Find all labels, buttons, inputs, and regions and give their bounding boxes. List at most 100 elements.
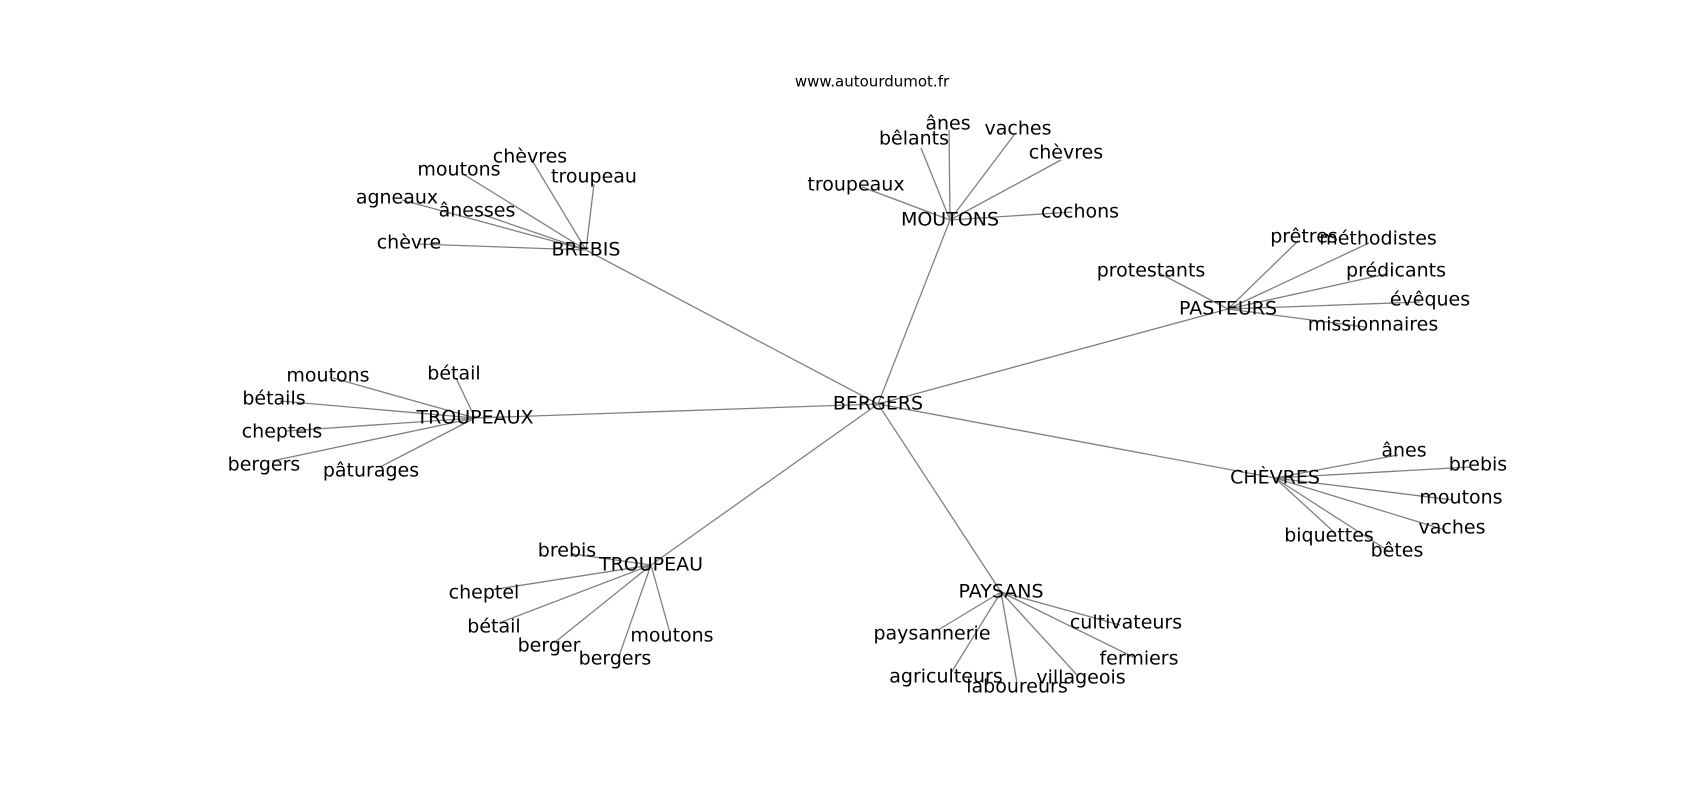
leaf-node-label: agneaux: [356, 187, 438, 209]
leaf-node-label: fermiers: [1099, 648, 1178, 670]
edge-hub-to-leaf: [572, 553, 652, 566]
leaf-node-label: bétail: [427, 363, 480, 385]
leaf-node-label: paysannerie: [873, 623, 990, 645]
edge-center-to-hub: [585, 249, 879, 405]
edge-center-to-hub: [877, 403, 1276, 479]
leaf-node-label: vaches: [1419, 517, 1486, 539]
edge-hub-to-leaf: [480, 213, 587, 251]
leaf-node-label: prédicants: [1346, 260, 1446, 282]
edges-layer: [271, 129, 1471, 684]
leaf-node-label: bétail: [467, 616, 520, 638]
edge-center-to-hub: [650, 403, 879, 566]
leaf-node-label: troupeaux: [807, 174, 904, 196]
leaf-node-label: ânesses: [439, 200, 516, 222]
leaf-node-label: chèvres: [1029, 142, 1103, 164]
leaf-node-label: brebis: [538, 540, 596, 562]
edge-hub-to-leaf: [332, 377, 476, 419]
edge-center-to-hub: [877, 219, 951, 405]
center-node-label: BERGERS: [833, 393, 923, 415]
edge-hub-to-leaf: [949, 134, 1015, 221]
edge-hub-to-leaf: [1227, 301, 1421, 310]
edge-hub-to-leaf: [1274, 477, 1446, 531]
edge-hub-to-leaf: [950, 591, 1002, 674]
leaf-node-label: ânes: [1381, 440, 1426, 462]
edge-hub-to-leaf: [949, 159, 1062, 221]
edge-hub-to-leaf: [585, 183, 595, 251]
leaf-node-label: biquettes: [1284, 525, 1374, 547]
leaf-node-label: cheptels: [242, 421, 323, 443]
leaf-node-label: moutons: [286, 365, 369, 387]
edge-hub-to-leaf: [271, 417, 476, 462]
edge-hub-to-leaf: [1000, 591, 1018, 684]
leaf-node-label: cultivateurs: [1070, 612, 1182, 634]
leaf-node-label: bergers: [228, 454, 301, 476]
edge-hub-to-leaf: [618, 564, 652, 657]
edge-hub-to-leaf: [1227, 242, 1370, 310]
edge-hub-to-leaf: [532, 161, 587, 251]
site-url: www.autourdumot.fr: [795, 73, 950, 91]
leaf-node-label: bêlants: [879, 128, 949, 150]
leaf-node-label: cheptel: [449, 582, 520, 604]
edge-hub-to-leaf: [1274, 477, 1391, 553]
edge-hub-to-leaf: [1274, 477, 1336, 534]
leaf-node-label: cochons: [1041, 201, 1119, 223]
leaf-node-label: chèvres: [493, 146, 567, 168]
edge-hub-to-leaf: [861, 186, 951, 221]
leaf-node-label: bergers: [579, 648, 652, 670]
edge-hub-to-leaf: [490, 564, 652, 591]
edge-hub-to-leaf: [937, 591, 1002, 631]
leaf-node-label: bétails: [242, 388, 305, 410]
edge-hub-to-leaf: [1274, 477, 1454, 501]
edge-hub-to-leaf: [401, 199, 587, 251]
edge-hub-to-leaf: [1227, 273, 1387, 310]
edge-hub-to-leaf: [498, 564, 652, 624]
leaf-node-label: brebis: [1449, 454, 1507, 476]
leaf-node-label: chèvre: [377, 232, 442, 254]
leaf-node-label: vaches: [985, 118, 1052, 140]
edge-center-to-hub: [877, 403, 1002, 593]
edge-hub-to-leaf: [949, 211, 1073, 221]
leaf-node-label: villageois: [1036, 667, 1125, 689]
leaf-node-label: troupeau: [551, 166, 637, 188]
leaf-node-label: moutons: [1419, 487, 1502, 509]
edge-hub-to-leaf: [1000, 591, 1121, 626]
edge-hub-to-leaf: [1274, 466, 1471, 479]
leaf-node-label: évêques: [1390, 289, 1470, 311]
leaf-node-label: protestants: [1097, 260, 1206, 282]
edge-hub-to-leaf: [920, 147, 951, 221]
hub-node-label: MOUTONS: [901, 209, 999, 231]
edge-hub-to-leaf: [462, 173, 587, 251]
edge-hub-to-leaf: [379, 417, 476, 468]
edge-hub-to-leaf: [553, 564, 652, 644]
leaf-node-label: ânes: [925, 113, 970, 135]
edge-hub-to-leaf: [1158, 272, 1229, 310]
edge-hub-to-leaf: [279, 400, 476, 419]
leaf-node-label: berger: [518, 635, 581, 657]
leaf-node-label: agriculteurs: [889, 666, 1002, 688]
leaf-node-label: prêtres: [1270, 226, 1338, 248]
leaf-node-label: laboureurs: [966, 676, 1068, 698]
edge-hub-to-leaf: [1227, 308, 1366, 328]
leaf-node-label: pâturages: [323, 460, 419, 482]
edge-hub-to-leaf: [417, 243, 587, 251]
edge-center-to-hub: [877, 308, 1229, 405]
leaf-node-label: méthodistes: [1319, 228, 1437, 250]
edge-hub-to-leaf: [1000, 591, 1078, 676]
edge-hub-to-leaf: [455, 377, 476, 419]
hub-node-label: PASTEURS: [1179, 298, 1277, 320]
edge-hub-to-leaf: [1274, 454, 1399, 479]
hub-node-label: BREBIS: [552, 239, 621, 261]
leaf-node-label: moutons: [630, 625, 713, 647]
leaf-node-label: moutons: [417, 159, 500, 181]
hub-node-label: TROUPEAU: [598, 554, 703, 576]
hub-node-label: PAYSANS: [958, 581, 1043, 603]
leaf-node-label: missionnaires: [1308, 314, 1438, 336]
leaf-node-label: bêtes: [1371, 540, 1424, 562]
edge-center-to-hub: [474, 403, 879, 419]
edge-hub-to-leaf: [650, 564, 671, 634]
hub-node-label: TROUPEAUX: [415, 407, 533, 429]
hub-node-label: CHÈVRES: [1230, 466, 1320, 489]
edge-hub-to-leaf: [1227, 240, 1299, 310]
